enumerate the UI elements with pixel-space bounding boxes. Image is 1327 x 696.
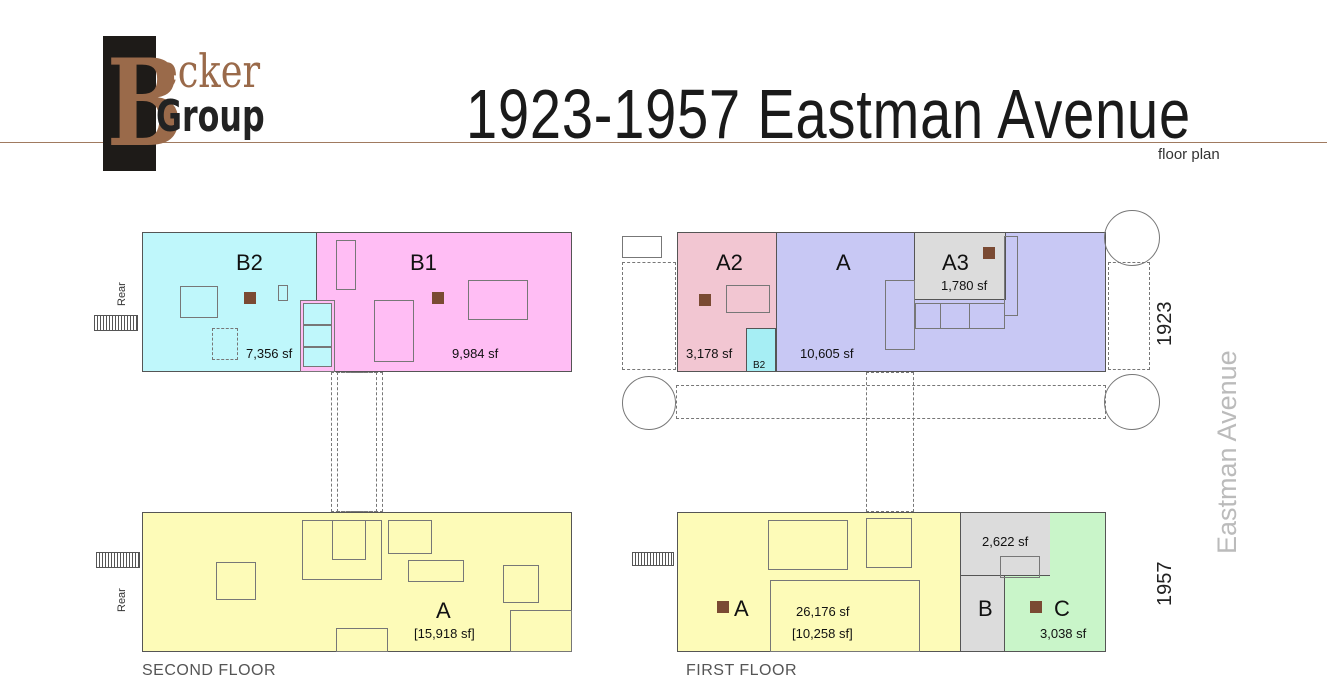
unit-b2-second-floor: [142, 232, 318, 372]
restroom-block: [468, 280, 528, 320]
rear-label: Rear: [116, 588, 128, 612]
right-parking: [1108, 262, 1150, 370]
rear-parking: [622, 262, 676, 370]
tree-circle: [1104, 374, 1160, 430]
room-outline: [303, 347, 332, 367]
logo-word-ecker: ecker: [156, 44, 261, 98]
header-rule: [0, 142, 1327, 143]
room-outline: [374, 300, 414, 362]
unit-marker: [244, 292, 256, 304]
unit-area-a-1957: 26,176 sf: [796, 604, 850, 619]
street-label: Eastman Avenue: [1212, 350, 1242, 554]
rear-stair: [632, 552, 674, 566]
room-outline: [212, 328, 238, 360]
room-outline: [408, 560, 464, 582]
building-year-1923: 1923: [1154, 301, 1176, 347]
unit-label-b2: B2: [236, 250, 263, 275]
logo-initial: B: [107, 33, 184, 174]
unit-label-a2: A2: [716, 250, 743, 275]
unit-b-upper: [960, 512, 1050, 576]
unit-area-a-1923: 10,605 sf: [800, 346, 854, 361]
tree-circle: [1104, 210, 1160, 266]
unit-area-a2: 3,178 sf: [686, 346, 733, 361]
logo-block: [103, 36, 156, 171]
room-outline: [510, 610, 572, 652]
room-outline: [768, 520, 848, 570]
unit-label-b: B: [978, 596, 993, 621]
room-outline: [336, 240, 356, 290]
room-outline: [303, 325, 332, 347]
second-floor-label: SECOND FLOOR: [142, 662, 277, 679]
unit-area-a-1957-secondary: [10,258 sf]: [792, 626, 853, 641]
logo-word-group: Group: [156, 91, 265, 142]
building-year-1957: 1957: [1154, 561, 1176, 607]
restroom-block: [180, 286, 218, 318]
rear-entry: [622, 236, 662, 258]
first-floor-label: FIRST FLOOR: [686, 662, 797, 679]
unit-label-b1: B1: [410, 250, 437, 275]
room-outline: [866, 518, 912, 568]
unit-marker: [699, 294, 711, 306]
room-outline: [332, 520, 366, 560]
rear-stair: [94, 315, 138, 331]
room-outline: [770, 580, 920, 652]
unit-label-c: C: [1054, 596, 1070, 621]
unit-marker: [1030, 601, 1042, 613]
room-outline: [388, 520, 432, 554]
unit-area-a3: 1,780 sf: [941, 278, 988, 293]
unit-b2-first-floor: [746, 328, 776, 372]
unit-marker: [717, 601, 729, 613]
unit-b1-second-floor: [316, 232, 572, 372]
room-outline: [303, 303, 332, 325]
room-outline: [278, 285, 288, 301]
rear-label: Rear: [116, 282, 128, 306]
unit-area-b1: 9,984 sf: [452, 346, 499, 361]
rear-stair: [96, 552, 140, 568]
room-outline: [885, 280, 915, 350]
unit-label-a-1923: A: [836, 250, 851, 275]
page-title: 1923-1957 Eastman Avenue: [466, 75, 1191, 153]
unit-label-a-1957: A: [734, 596, 749, 621]
unit-label-b2-first: B2: [753, 360, 766, 371]
unit-a3-first-floor: [914, 232, 1006, 300]
unit-marker: [983, 247, 995, 259]
bridge-inner: [337, 372, 377, 512]
unit-a-1957-first-floor: [677, 512, 961, 652]
page-subtitle: floor plan: [1158, 146, 1220, 163]
restroom-block: [503, 565, 539, 603]
unit-label-a-second: A: [436, 598, 451, 623]
unit-area-a-second: [15,918 sf]: [414, 626, 475, 641]
walkway: [866, 372, 914, 512]
unit-area-b: 2,622 sf: [982, 534, 1029, 549]
restroom-block: [216, 562, 256, 600]
unit-area-b2: 7,356 sf: [246, 346, 293, 361]
tree-circle: [622, 376, 676, 430]
room-outline: [336, 628, 388, 652]
unit-label-a3: A3: [942, 250, 969, 275]
room-outline: [1000, 556, 1040, 578]
room-outline: [940, 303, 970, 329]
room-outline: [1004, 236, 1018, 316]
restroom-block: [726, 285, 770, 313]
unit-marker: [432, 292, 444, 304]
unit-area-c: 3,038 sf: [1040, 626, 1087, 641]
